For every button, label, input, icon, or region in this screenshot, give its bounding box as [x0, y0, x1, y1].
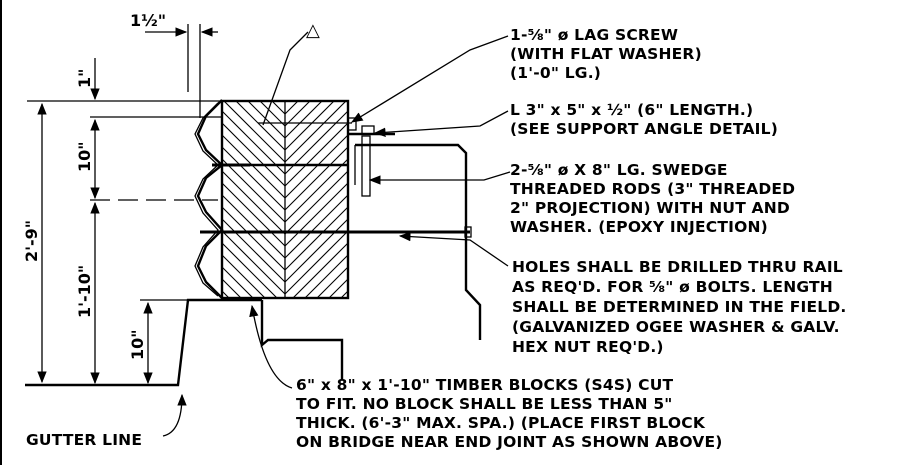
hatch-line [222, 170, 285, 235]
note-holes: HOLES SHALL BE DRILLED THRU RAIL AS REQ'… [512, 258, 846, 356]
hatch-line [292, 242, 348, 298]
hatch-line [222, 194, 285, 259]
hatch-line [283, 101, 285, 103]
hatch-line [271, 101, 285, 115]
hatch-line [296, 101, 493, 298]
svg-text:(WITH FLAT WASHER): (WITH FLAT WASHER) [510, 45, 702, 63]
hatch-line [0, 101, 73, 298]
note-lag-screw: 1-⅝" ø LAG SCREW (WITH FLAT WASHER) (1'-… [510, 26, 702, 82]
hatch-line [285, 230, 348, 295]
svg-text:(1'-0" LG.): (1'-0" LG.) [510, 64, 601, 82]
hatch-line [222, 146, 285, 211]
svg-text:(GALVANIZED OGEE WASHER & GALV: (GALVANIZED OGEE WASHER & GALV. [512, 318, 840, 336]
timber-blocks [0, 99, 493, 300]
hatch-line [285, 101, 323, 139]
delta-symbol: △ [306, 20, 320, 41]
hatch-line [0, 101, 133, 298]
hatch-line [285, 101, 335, 151]
svg-text:(SEE SUPPORT ANGLE DETAIL): (SEE SUPPORT ANGLE DETAIL) [510, 120, 778, 138]
dimension-text: 1½" 1" 10" 2'-9" 1'-10" 10" [22, 11, 166, 360]
svg-text:THICK. (6'-3" MAX. SPA.) (PLAC: THICK. (6'-3" MAX. SPA.) (PLACE FIRST BL… [296, 414, 706, 432]
dimension-lines [27, 24, 222, 386]
hatch-line [222, 254, 266, 298]
hatch-line [222, 206, 285, 271]
hatch-line [285, 146, 348, 211]
svg-text:2" PROJECTION) WITH NUT AND: 2" PROJECTION) WITH NUT AND [510, 199, 790, 217]
hatch-line [223, 101, 285, 163]
note-support-angle: L 3" x 5" x ½" (6" LENGTH.) (SEE SUPPORT… [510, 101, 778, 138]
svg-text:THREADED RODS (3" THREADED: THREADED RODS (3" THREADED [510, 180, 795, 198]
hatch-line [222, 122, 285, 187]
note-gutter-line: GUTTER LINE [26, 431, 142, 449]
svg-text:ON BRIDGE NEAR END JOINT AS SH: ON BRIDGE NEAR END JOINT AS SHOWN ABOVE) [296, 433, 723, 451]
hatch-line [259, 101, 285, 127]
hatch-line [0, 101, 61, 298]
hatch-line [285, 182, 348, 247]
hatch-line [222, 242, 278, 298]
bridge-parapet [354, 143, 482, 340]
dim-upper: 10" [75, 141, 94, 172]
svg-text:1-⅝" ø LAG SCREW: 1-⅝" ø LAG SCREW [510, 26, 678, 44]
svg-text:L 3" x 5" x ½" (6" LENGTH.): L 3" x 5" x ½" (6" LENGTH.) [510, 101, 753, 119]
svg-text:SHALL BE DETERMINED IN THE FIE: SHALL BE DETERMINED IN THE FIELD. [512, 298, 846, 316]
dim-overall: 2'-9" [22, 220, 41, 262]
hatch-line [235, 101, 285, 151]
hatch-line [285, 110, 348, 175]
svg-text:2-⅝" ø X 8" LG. SWEDGE: 2-⅝" ø X 8" LG. SWEDGE [510, 161, 728, 179]
hatch-line [285, 122, 348, 187]
svg-text:HEX NUT REQ'D.): HEX NUT REQ'D.) [512, 338, 664, 356]
hatch-line [285, 170, 348, 235]
svg-text:WASHER. (EPOXY INJECTION): WASHER. (EPOXY INJECTION) [510, 218, 768, 236]
svg-text:AS REQ'D. FOR ⅝" ø BOLTS. LENG: AS REQ'D. FOR ⅝" ø BOLTS. LENGTH [512, 278, 833, 296]
hatch-line [222, 230, 285, 295]
hatch-line [222, 182, 285, 247]
svg-text:HOLES SHALL BE DRILLED THRU RA: HOLES SHALL BE DRILLED THRU RAIL [512, 258, 843, 276]
hatch-line [222, 158, 285, 223]
svg-text:6" x 8" x 1'-10" TIMBER BLOCKS: 6" x 8" x 1'-10" TIMBER BLOCKS (S4S) CUT [296, 376, 674, 394]
hatch-line [340, 290, 348, 298]
hatch-line [328, 278, 348, 298]
hatch-line [304, 254, 348, 298]
dim-bottom: 10" [128, 329, 147, 360]
swedge-rod [200, 226, 472, 238]
note-swedge-rods: 2-⅝" ø X 8" LG. SWEDGE THREADED RODS (3"… [510, 161, 795, 236]
hatch-line [247, 101, 285, 139]
ground-line [25, 298, 344, 387]
hatch-line [222, 218, 285, 283]
dim-horizontal-top: 1½" [130, 11, 166, 30]
dim-middle: 1'-10" [75, 265, 94, 318]
dim-top: 1" [75, 69, 94, 88]
hatch-line [285, 158, 348, 223]
hatch-line [285, 101, 347, 163]
leader-lines [162, 31, 511, 437]
svg-text:TO FIT. NO BLOCK SHALL BE LESS: TO FIT. NO BLOCK SHALL BE LESS THAN 5" [296, 395, 673, 413]
note-timber-blocks: 6" x 8" x 1'-10" TIMBER BLOCKS (S4S) CUT… [296, 376, 723, 451]
hatch-line [222, 110, 285, 175]
hatch-line [285, 218, 348, 283]
w-beam-rail [194, 99, 224, 299]
hatch-line [285, 194, 348, 259]
hatch-line [285, 206, 348, 271]
hatch-line [0, 101, 37, 298]
